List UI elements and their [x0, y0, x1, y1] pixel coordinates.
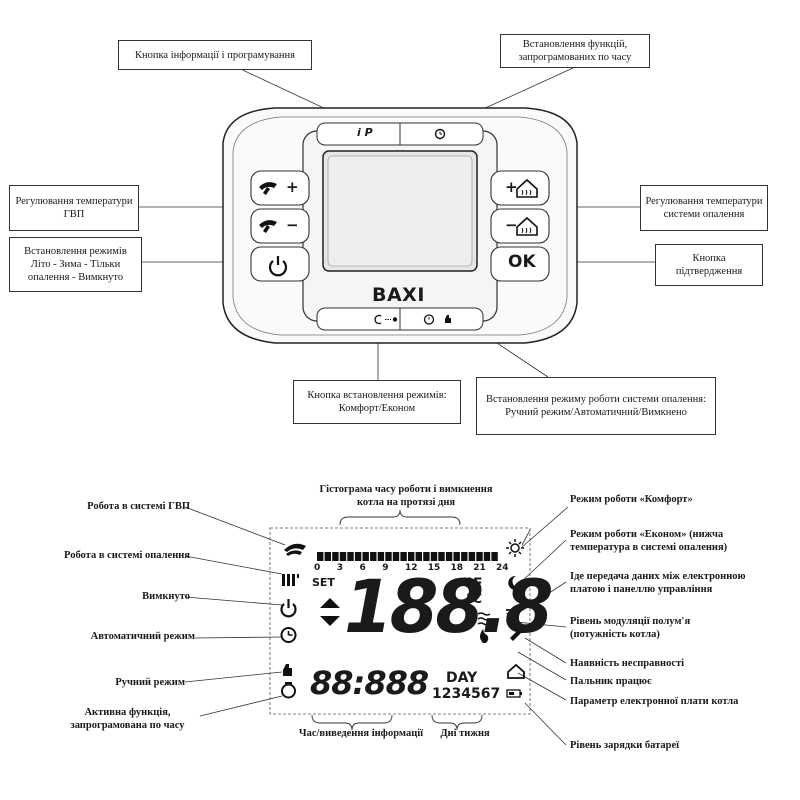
- histogram-hour-label: 21: [473, 563, 486, 573]
- callout-info-button: Кнопка інформації і програмування: [118, 40, 312, 70]
- histogram-segment: [453, 552, 460, 561]
- callout-modes: Встановлення режимів Літо - Зима - Тільк…: [9, 237, 142, 292]
- histogram-hour-label: 9: [382, 563, 389, 573]
- callout-timed-functions: Встановлення функцій, запрограмованих по…: [500, 34, 650, 68]
- histogram-segment: [370, 552, 377, 561]
- callout-confirm: Кнопка підтвердження: [655, 244, 763, 286]
- label-dhw-work: Робота в системі ГВП: [87, 501, 190, 512]
- histogram-segment: [408, 552, 415, 561]
- histogram-hour-label: 3: [336, 563, 344, 573]
- label-histogram: Гістограма часу роботи і вимкнення котла…: [319, 484, 493, 508]
- label-econom-mode: Режим роботи «Економ» (нижча температура…: [570, 529, 728, 553]
- histogram-hour-label: 12: [405, 563, 418, 573]
- histogram-segment: [339, 552, 347, 561]
- heating-minus-button[interactable]: −: [505, 216, 518, 234]
- histogram-hour-label: 18: [450, 563, 464, 573]
- histogram-segment: [392, 552, 400, 561]
- label-fault: Наявність несправності: [570, 658, 685, 669]
- callout-heating-temp: Регулювання температури системи опалення: [640, 185, 768, 231]
- label-board-param: Параметр електронної плати котла: [570, 696, 739, 707]
- control-panel-device: [222, 107, 578, 344]
- histogram-segment: [461, 552, 468, 561]
- unit-fahrenheit: °F: [466, 576, 483, 592]
- histogram-segment: [354, 552, 362, 561]
- label-burner: Пальник працює: [570, 676, 652, 687]
- histogram-segment: [468, 552, 476, 561]
- histogram-segment: [445, 552, 453, 561]
- histogram-segment: [423, 552, 430, 561]
- histogram-segment: [317, 552, 324, 561]
- histogram-segment: [491, 552, 498, 561]
- label-auto-mode: Автоматичний режим: [90, 631, 195, 642]
- label-time-info: Час/виведення інформації: [298, 728, 424, 739]
- label-data-transfer: Іде передача даних між електронною плато…: [570, 571, 746, 595]
- weekday-numbers: 1234567: [432, 686, 501, 702]
- label-flame-level: Рівень модуляції полум'я (потужність кот…: [570, 616, 691, 640]
- label-manual-mode: Ручний режим: [115, 677, 185, 688]
- lcd-display: [280, 539, 526, 699]
- histogram-segment: [438, 552, 445, 561]
- ok-button[interactable]: OK: [508, 252, 536, 272]
- histogram-segment: [362, 552, 369, 561]
- histogram-segment: [377, 552, 385, 561]
- callout-comfort-econom: Кнопка встановлення режимів: Комфорт/Еко…: [293, 380, 461, 424]
- dhw-minus-button[interactable]: −: [286, 216, 299, 234]
- label-timed-active: Активна функція, запрограмована по часу: [70, 707, 185, 731]
- histogram-segment: [415, 552, 422, 561]
- histogram-segment: [483, 552, 491, 561]
- time-info-digits: 88:888: [310, 664, 429, 702]
- histogram-hour-label: 24: [496, 563, 509, 573]
- histogram-segment: [385, 552, 392, 561]
- histogram-hour-label: 15: [427, 563, 441, 573]
- histogram-segment: [324, 552, 331, 561]
- callout-dhw-temp: Регулювання температури ГВП: [9, 185, 139, 231]
- day-label: DAY: [446, 670, 478, 686]
- label-weekdays: Дні тижня: [440, 728, 490, 739]
- histogram-hour-label: 6: [359, 563, 366, 573]
- histogram-hour-label: 0: [314, 563, 321, 573]
- main-temperature-digits: 188.8: [344, 563, 553, 651]
- heating-plus-button[interactable]: +: [505, 178, 518, 196]
- histogram-segment: [400, 552, 407, 561]
- histogram-segment: [430, 552, 438, 561]
- histogram-segment: [332, 552, 339, 561]
- label-off: Вимкнуто: [142, 591, 190, 602]
- histogram-segment: [476, 552, 483, 561]
- label-heating-work: Робота в системі опалення: [64, 550, 190, 561]
- label-comfort-mode: Режим роботи «Комфорт»: [570, 494, 693, 505]
- brand-logo: BAXI: [372, 284, 425, 306]
- dhw-plus-button[interactable]: +: [286, 178, 299, 196]
- histogram-segment: [347, 552, 354, 561]
- unit-celsius: °C: [466, 592, 483, 607]
- callout-heating-mode: Встановлення режиму роботи системи опале…: [476, 377, 716, 435]
- label-battery: Рівень зарядки батареї: [570, 740, 680, 751]
- info-program-button[interactable]: i P: [357, 126, 373, 139]
- set-label: SET: [312, 576, 335, 589]
